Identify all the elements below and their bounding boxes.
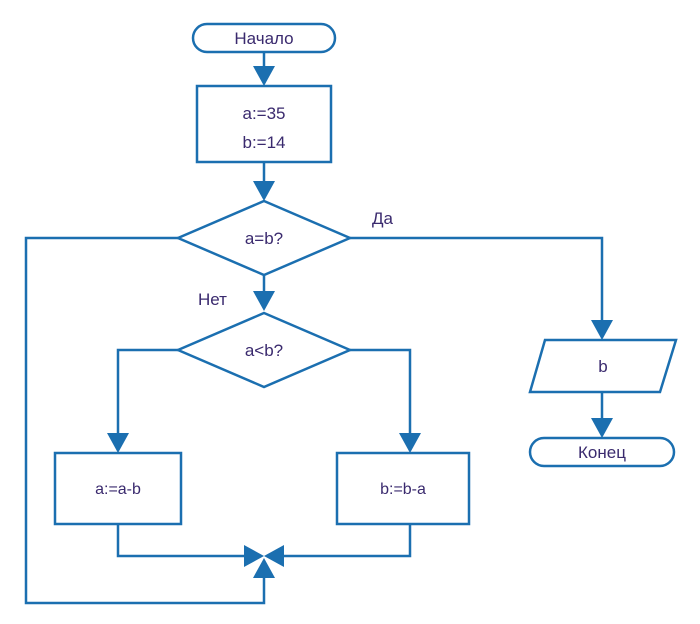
decision-less: a<b? [174,311,354,389]
decision-equal-shape [174,199,354,277]
left-process-label: a:=a-b [95,481,141,498]
decision-equal: a=b? [174,199,354,277]
edge-cond1-yes [350,236,604,322]
arrowhead-merge-right [264,545,284,567]
right-process-label: b:=b-a [380,481,426,498]
edge-right-merge [280,524,412,558]
decision-equal-label: a=b? [245,229,283,248]
init-line-1: a:=35 [242,104,285,123]
edge-loop-back [24,236,266,605]
decision-less-shape [174,311,354,389]
output-shape [528,338,678,394]
connectors [24,52,604,605]
edge-cond2-left [116,348,178,440]
arrowhead-output [591,320,613,340]
start-terminator-shape [191,22,337,54]
edge-cond2-right [350,348,412,440]
output-label: b [598,357,607,376]
start-label: Начало [234,29,293,48]
no-label: Нет [198,290,227,309]
arrowhead-merge-left [244,545,264,567]
end-terminator-shape [528,436,676,468]
init-block: a:=35 b:=14 [195,84,333,164]
edge-left-merge [116,524,250,558]
left-process-block: a:=a-b [53,451,183,526]
decision-less-label: a<b? [245,341,283,360]
arrowhead-merge-bottom [253,558,275,578]
left-process-shape [53,451,183,526]
yes-label: Да [372,209,394,228]
end-label: Конец [578,443,626,462]
arrowhead-cond2 [253,291,275,311]
arrowhead-left-block [107,433,129,453]
right-process-block: b:=b-a [335,451,471,526]
end-terminator: Конец [528,436,676,468]
arrowhead-cond1 [253,181,275,201]
arrowheads [107,66,613,578]
start-terminator: Начало [191,22,337,54]
arrowhead-end [591,418,613,438]
arrowhead-init [253,66,275,86]
init-line-2: b:=14 [242,133,285,152]
arrowhead-right-block [399,433,421,453]
right-process-shape [335,451,471,526]
output-block: b [528,338,678,394]
init-block-shape [195,84,333,164]
